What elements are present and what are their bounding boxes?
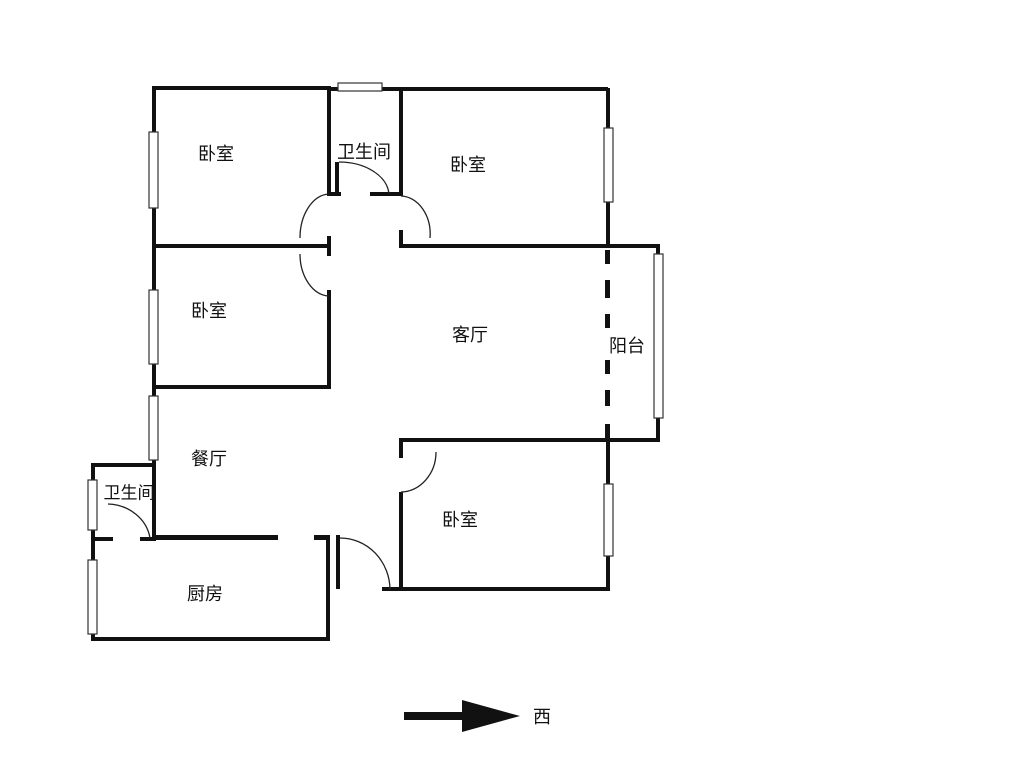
window-top-right-bedroom bbox=[603, 127, 614, 203]
window-bottom-right-bedroom bbox=[603, 483, 614, 557]
window-top-bathroom bbox=[337, 82, 383, 92]
room-label-bathroom-small: 卫生间 bbox=[103, 483, 155, 504]
door-small-bathroom bbox=[107, 503, 151, 539]
room-label-bedroom-top-left: 卧室 bbox=[198, 144, 234, 165]
compass-direction-label: 西 bbox=[533, 707, 551, 728]
walls bbox=[91, 86, 660, 641]
window-top-left-bedroom bbox=[148, 131, 159, 209]
room-label-dining-room: 餐厅 bbox=[191, 449, 227, 470]
window-mid-left-bedroom bbox=[148, 289, 159, 365]
arrow-right-icon bbox=[404, 700, 520, 732]
window-dining bbox=[148, 395, 159, 461]
room-label-bedroom-bottom-right: 卧室 bbox=[442, 510, 478, 531]
windows bbox=[87, 82, 664, 635]
room-label-living-room: 客厅 bbox=[452, 325, 488, 346]
room-label-bedroom-top-right: 卧室 bbox=[450, 155, 486, 176]
doors bbox=[107, 161, 437, 591]
room-label-balcony: 阳台 bbox=[609, 336, 645, 357]
door-bottom-right-bedroom bbox=[400, 451, 437, 493]
door-bathroom bbox=[338, 161, 390, 195]
room-label-kitchen: 厨房 bbox=[187, 584, 223, 605]
door-top-right-bedroom bbox=[400, 195, 431, 239]
door-top-left-bedroom bbox=[299, 193, 330, 239]
door-main-entry bbox=[339, 537, 391, 591]
door-mid-left-bedroom bbox=[299, 253, 330, 297]
window-balcony bbox=[653, 253, 664, 419]
room-label-bedroom-mid-left: 卧室 bbox=[191, 301, 227, 322]
room-label-bathroom-top: 卫生间 bbox=[337, 142, 391, 163]
window-kitchen bbox=[87, 559, 98, 635]
window-small-bathroom bbox=[87, 479, 98, 531]
